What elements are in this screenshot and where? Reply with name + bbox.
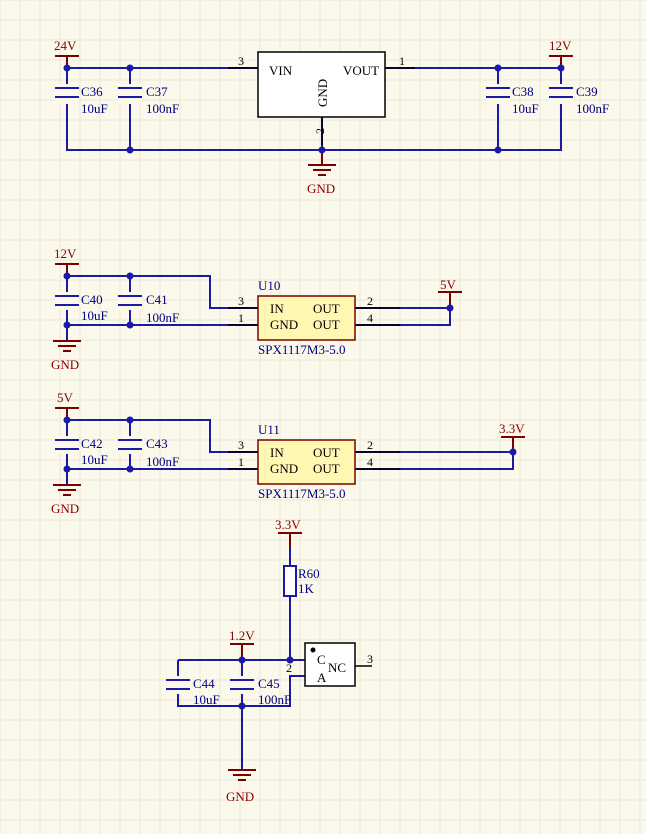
vref-nc-label: NC xyxy=(328,660,346,675)
c44-designator: C44 xyxy=(193,676,215,691)
ground-symbol-4: GND xyxy=(226,769,256,804)
power-port-24v: 24V xyxy=(54,38,79,68)
c36-value: 10uF xyxy=(81,101,108,116)
capacitor-c37[interactable]: C37 100nF xyxy=(118,84,179,116)
capacitor-c42[interactable]: C42 10uF xyxy=(55,436,108,467)
vref-pin2: 2 xyxy=(286,661,292,675)
reg1-vin-label: VIN xyxy=(269,63,293,78)
c36-designator: C36 xyxy=(81,84,103,99)
c40-designator: C40 xyxy=(81,292,103,307)
capacitor-c45[interactable]: C45 100nF xyxy=(230,676,291,707)
c41-designator: C41 xyxy=(146,292,168,307)
c42-value: 10uF xyxy=(81,452,108,467)
u10-pin1: 1 xyxy=(238,311,244,325)
u11-pin4: 4 xyxy=(367,455,373,469)
c39-value: 100nF xyxy=(576,101,609,116)
resistor-r60[interactable]: R60 1K xyxy=(283,565,320,597)
net-label-3v3-r60: 3.3V xyxy=(275,517,301,532)
section-u10: 12V 5V C40 10uF C41 100nF xyxy=(51,246,462,372)
power-port-12v-in: 12V xyxy=(54,246,79,276)
u10-part: SPX1117M3-5.0 xyxy=(258,342,346,357)
capacitor-c40[interactable]: C40 10uF xyxy=(55,292,108,323)
ground-symbol-2: GND xyxy=(51,340,81,372)
c38-designator: C38 xyxy=(512,84,534,99)
c38-value: 10uF xyxy=(512,101,539,116)
u10-gnd-label: GND xyxy=(270,317,298,332)
ground-symbol-1: GND xyxy=(307,150,336,196)
capacitor-c41[interactable]: C41 100nF xyxy=(118,292,179,325)
vref-a-label: A xyxy=(317,670,327,685)
r60-value: 1K xyxy=(298,581,315,596)
vref-pin3: 3 xyxy=(367,652,373,666)
gnd-label-3: GND xyxy=(51,501,79,516)
regulator-u11[interactable]: U11 3 1 2 4 IN GND OUT OUT SPX1117M3-5.0 xyxy=(228,422,400,501)
c43-designator: C43 xyxy=(146,436,168,451)
c37-value: 100nF xyxy=(146,101,179,116)
c43-value: 100nF xyxy=(146,454,179,469)
power-port-3v3-r60: 3.3V xyxy=(275,517,302,548)
section-vref-1v2: 3.3V 1.2V R60 1K C44 10uF xyxy=(166,517,373,804)
c42-designator: C42 xyxy=(81,436,103,451)
c40-value: 10uF xyxy=(81,308,108,323)
power-port-12v-out: 12V xyxy=(549,38,573,68)
net-label-12v-u10: 12V xyxy=(54,246,77,261)
reg1-vout-label: VOUT xyxy=(343,63,379,78)
power-port-1v2: 1.2V xyxy=(229,628,255,660)
regulator-u10[interactable]: U10 3 1 2 4 IN GND OUT OUT SPX1117M3-5.0 xyxy=(228,278,400,357)
c45-value: 100nF xyxy=(258,692,291,707)
u11-gnd-label: GND xyxy=(270,461,298,476)
u11-in-label: IN xyxy=(270,445,284,460)
net-label-12v: 12V xyxy=(549,38,572,53)
u11-out1-label: OUT xyxy=(313,445,340,460)
net-label-24v: 24V xyxy=(54,38,77,53)
u11-part: SPX1117M3-5.0 xyxy=(258,486,346,501)
reg1-gnd-label: GND xyxy=(315,79,330,107)
gnd-label-4: GND xyxy=(226,789,254,804)
regulator-24v-12v[interactable]: 3 1 2 VIN VOUT GND xyxy=(228,51,415,145)
u10-pin4: 4 xyxy=(367,311,373,325)
c41-value: 100nF xyxy=(146,310,179,325)
r60-designator: R60 xyxy=(298,566,320,581)
reg1-pin3: 3 xyxy=(238,54,244,68)
net-label-1v2: 1.2V xyxy=(229,628,255,643)
power-port-5v-out: 5V xyxy=(438,277,462,308)
capacitor-c38[interactable]: C38 10uF xyxy=(486,84,539,116)
u10-designator: U10 xyxy=(258,278,280,293)
u11-pin3: 3 xyxy=(238,438,244,452)
c45-designator: C45 xyxy=(258,676,280,691)
capacitor-c39[interactable]: C39 100nF xyxy=(549,84,609,116)
power-port-3v3-out: 3.3V xyxy=(499,421,525,452)
c44-value: 10uF xyxy=(193,692,220,707)
c37-designator: C37 xyxy=(146,84,168,99)
net-label-3v3: 3.3V xyxy=(499,421,525,436)
u10-pin3: 3 xyxy=(238,294,244,308)
capacitor-c36[interactable]: C36 10uF xyxy=(55,84,108,116)
gnd-label-1: GND xyxy=(307,181,335,196)
section-24v-to-12v: 24V 12V C36 10uF C37 100nF xyxy=(54,38,609,196)
gnd-label-2: GND xyxy=(51,357,79,372)
voltage-reference-ic[interactable]: C A NC 2 3 xyxy=(286,642,373,687)
power-port-5v-in: 5V xyxy=(55,390,79,420)
u10-out2-label: OUT xyxy=(313,317,340,332)
u10-pin2: 2 xyxy=(367,294,373,308)
u11-pin1: 1 xyxy=(238,455,244,469)
capacitor-c44[interactable]: C44 10uF xyxy=(166,676,220,707)
capacitor-c43[interactable]: C43 100nF xyxy=(118,436,179,469)
c39-designator: C39 xyxy=(576,84,598,99)
net-label-5v: 5V xyxy=(440,277,457,292)
u11-pin2: 2 xyxy=(367,438,373,452)
reg1-pin2: 2 xyxy=(313,128,327,134)
ground-symbol-3: GND xyxy=(51,484,81,516)
net-label-5v-u11: 5V xyxy=(57,390,74,405)
u10-out1-label: OUT xyxy=(313,301,340,316)
reg1-pin1: 1 xyxy=(399,54,405,68)
vref-c-label: C xyxy=(317,652,326,667)
section-u11: 5V 3.3V C42 10uF C43 100nF xyxy=(51,390,525,516)
u11-out2-label: OUT xyxy=(313,461,340,476)
u11-designator: U11 xyxy=(258,422,280,437)
u10-in-label: IN xyxy=(270,301,284,316)
